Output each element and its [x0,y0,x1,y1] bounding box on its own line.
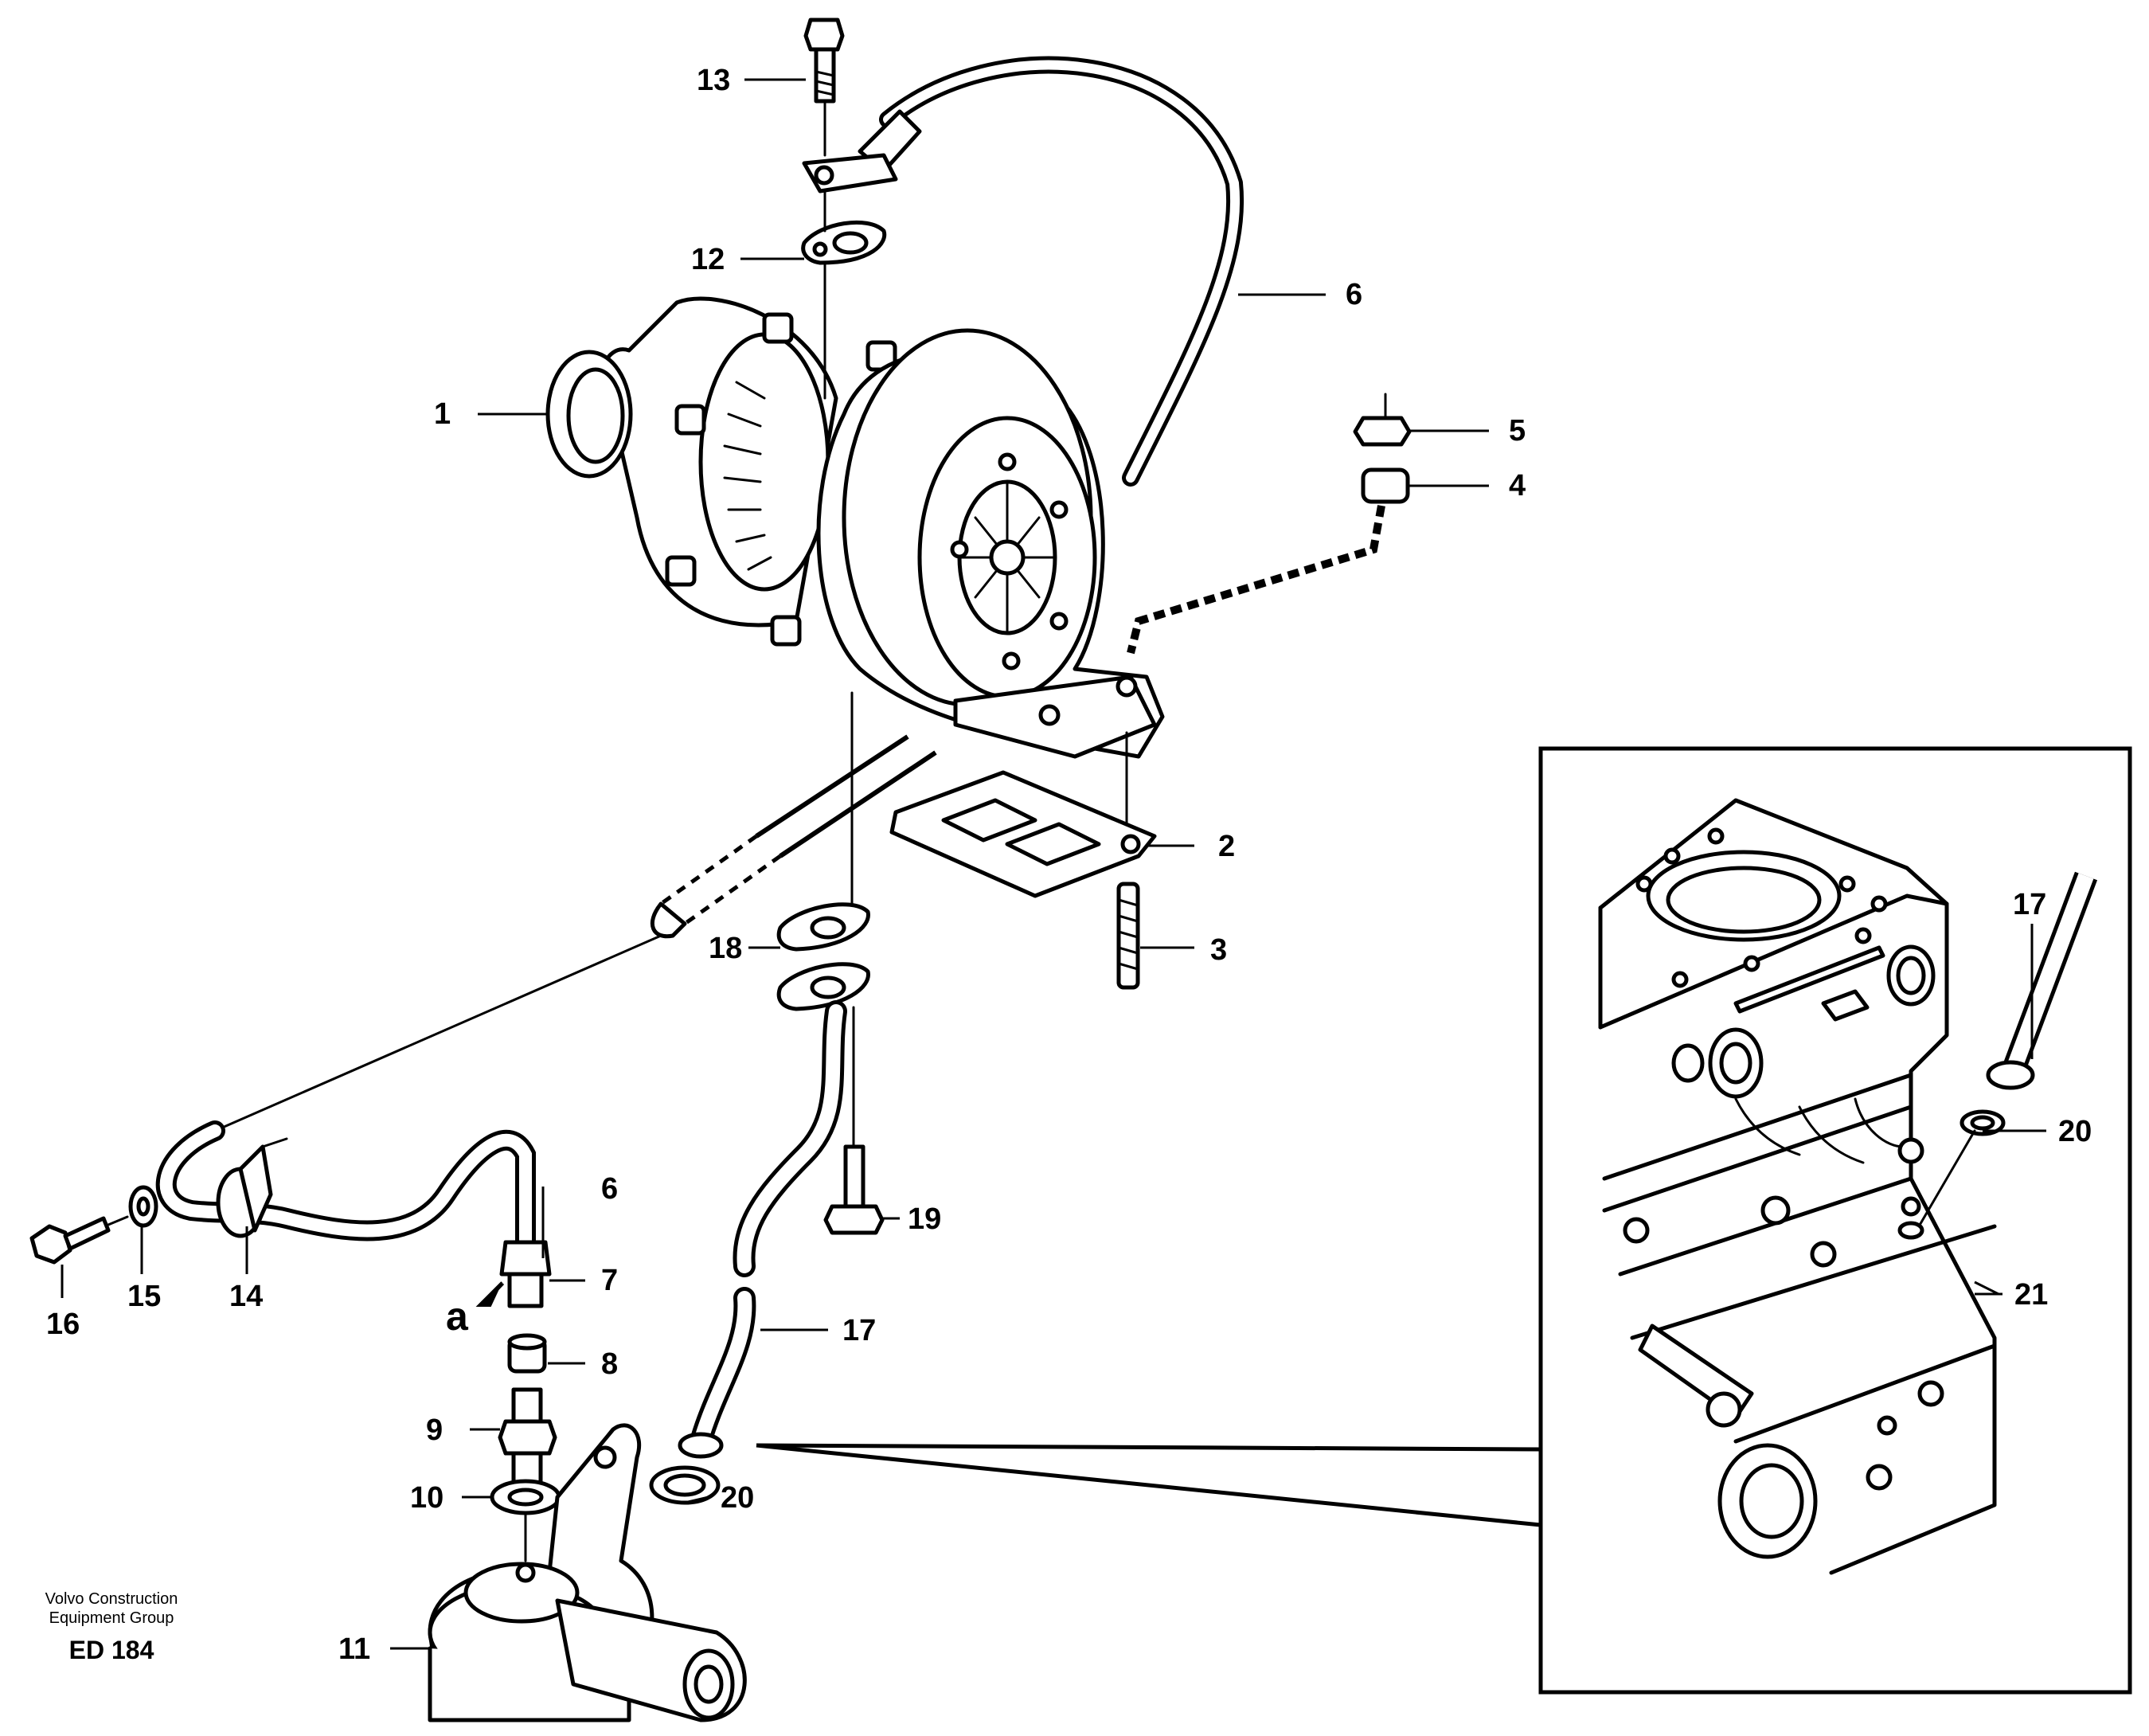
gasket-2 [889,770,1157,898]
bolt-19 [823,1006,885,1235]
bolt-16 [29,1216,111,1265]
callout-8: 8 [601,1347,618,1381]
callout-a: a [446,1294,469,1339]
callout-18: 18 [709,932,742,965]
callout-2: 2 [1218,830,1235,863]
callout-4: 4 [1509,469,1526,502]
spacer-4 [1361,467,1410,504]
callout-5: 5 [1509,414,1526,448]
callout-3: 3 [1210,933,1227,967]
callout-13: 13 [697,64,730,97]
callout-16: 16 [46,1308,80,1341]
callout-6-lower: 6 [601,1172,618,1206]
callout-21: 21 [2014,1278,2048,1312]
callout-9: 9 [426,1413,443,1447]
bolt-13 [803,18,845,104]
nut-5 [1353,416,1412,447]
callout-1: 1 [434,397,451,431]
callout-17-inset: 17 [2013,888,2046,921]
nipple-9 [498,1387,557,1486]
publisher-credit: Volvo Construction Equipment Group ED 18… [16,1589,207,1665]
callout-20-inset: 20 [2058,1115,2092,1148]
callout-6-upper: 6 [1346,278,1362,311]
diagram-code: ED 184 [68,1636,154,1664]
callout-7: 7 [601,1264,618,1297]
callout-19: 19 [908,1202,941,1236]
credit-line-1: Volvo Construction [45,1590,178,1608]
clamp-14 [216,1137,288,1238]
inset-engine-block [756,746,2132,1695]
gasket-18 [776,902,870,1011]
fitting-7 [499,1240,552,1308]
oil-filter-housing-11 [428,1423,747,1722]
callout-14: 14 [229,1280,263,1313]
callout-15: 15 [127,1280,161,1313]
callouts: 1 2 3 4 5 6 6 7 8 9 10 11 12 13 14 15 16… [46,64,2092,1666]
leader-lines [61,78,2046,1650]
callout-17-lower: 17 [842,1314,876,1347]
callout-20-lower: 20 [721,1481,754,1515]
callout-12: 12 [691,243,725,276]
stud-3 [1116,882,1140,990]
callout-11: 11 [338,1632,370,1666]
credit-line-2: Equipment Group [49,1609,174,1627]
callout-10: 10 [410,1481,443,1515]
turbocharger-drawing [545,296,1165,759]
nut-8 [507,1333,547,1374]
